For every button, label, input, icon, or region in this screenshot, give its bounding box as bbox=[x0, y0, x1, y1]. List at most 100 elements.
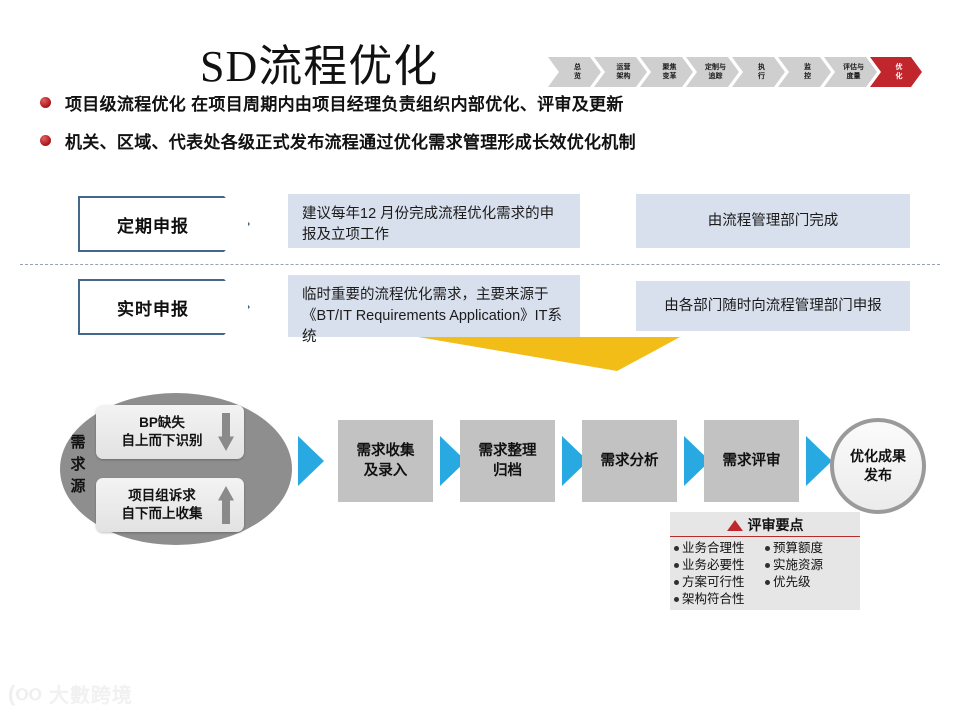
review-points-title: 评审要点 bbox=[747, 517, 804, 533]
source-card-1[interactable]: 项目组诉求 自下而上收集 bbox=[96, 478, 244, 532]
declaration-tag-0-label: 定期申报 bbox=[117, 216, 189, 236]
review-point-left-3: 架构符合性 bbox=[682, 592, 745, 606]
watermark: (૦૦ 大數跨境 bbox=[8, 679, 133, 708]
source-card-1-text: 项目组诉求 自下而上收集 bbox=[122, 487, 219, 523]
review-point-right-0: 预算额度 bbox=[773, 541, 824, 555]
review-points-panel: 评审要点 业务合理性 业务必要性 方案可行性 架构符合性 bbox=[670, 512, 860, 610]
review-point-item: 优先级 bbox=[765, 574, 856, 591]
process-stage-5[interactable]: 监 控 bbox=[778, 57, 831, 87]
source-card-1-line1: 项目组诉求 bbox=[128, 488, 196, 503]
review-points-column-left: 业务合理性 业务必要性 方案可行性 架构符合性 bbox=[674, 540, 765, 608]
arrow-down-icon bbox=[218, 413, 234, 451]
bullet-text-1: 机关、区域、代表处各级正式发布流程通过优化需求管理形成长效优化机制 bbox=[65, 133, 636, 152]
flow-arrow-icon-4 bbox=[806, 436, 832, 486]
flow-step-3-line1: 需求评审 bbox=[722, 453, 781, 469]
bullet-text-0: 项目级流程优化 在项目周期内由项目经理负责组织内部优化、评审及更新 bbox=[65, 95, 624, 114]
page-title: SD流程优化 bbox=[200, 42, 439, 91]
declaration-tag-1-label: 实时申报 bbox=[117, 299, 189, 319]
process-stage-6-line2: 度量 bbox=[846, 73, 861, 80]
review-point-item: 方案可行性 bbox=[674, 574, 765, 591]
declaration-owner-1: 由各部门随时向流程管理部门申报 bbox=[636, 281, 910, 331]
bullet-item-1: 机关、区域、代表处各级正式发布流程通过优化需求管理形成长效优化机制 bbox=[40, 128, 636, 153]
process-stage-4-line1: 执 bbox=[758, 64, 765, 71]
flow-step-3[interactable]: 需求评审 bbox=[704, 420, 799, 502]
source-card-0[interactable]: BP缺失 自上而下识别 bbox=[96, 405, 244, 459]
process-stage-0-line2: 览 bbox=[574, 73, 581, 80]
flow-step-1-text: 需求整理 归档 bbox=[479, 441, 537, 481]
declaration-tag-0[interactable]: 定期申报 bbox=[78, 196, 250, 252]
requirement-source-label: 需 求 源 bbox=[66, 432, 90, 498]
review-point-item: 业务合理性 bbox=[674, 540, 765, 557]
watermark-logo-icon: (૦૦ bbox=[8, 680, 42, 706]
process-stage-6-line1: 评估与 bbox=[843, 64, 864, 71]
flow-step-3-text: 需求评审 bbox=[723, 451, 781, 471]
process-stage-1[interactable]: 运营 架构 bbox=[594, 57, 647, 87]
flow-output-line1: 优化成果 bbox=[850, 448, 906, 464]
declaration-desc-1: 临时重要的流程优化需求，主要来源于《BT/IT Requirements App… bbox=[288, 275, 580, 345]
bullet-dot-icon bbox=[674, 546, 679, 551]
process-stage-0-line1: 总 bbox=[574, 64, 581, 71]
flow-step-1-line2: 归档 bbox=[493, 463, 522, 479]
process-stage-3-line1: 定制与 bbox=[705, 64, 726, 71]
declaration-owner-0: 由流程管理部门完成 bbox=[636, 194, 910, 248]
review-point-left-2: 方案可行性 bbox=[682, 575, 745, 589]
declaration-desc-0: 建议每年12 月份完成流程优化需求的申报及立项工作 bbox=[288, 194, 580, 248]
review-point-right-2: 优先级 bbox=[773, 575, 811, 589]
flow-step-1-line1: 需求整理 bbox=[478, 443, 537, 459]
process-stage-5-line2: 控 bbox=[804, 73, 811, 80]
flow-step-2[interactable]: 需求分析 bbox=[582, 420, 677, 502]
process-stage-7-line1: 优 bbox=[895, 64, 903, 71]
bullet-item-0: 项目级流程优化 在项目周期内由项目经理负责组织内部优化、评审及更新 bbox=[40, 90, 624, 115]
triangle-up-icon bbox=[726, 519, 743, 531]
requirement-source-char-1: 求 bbox=[70, 456, 86, 473]
bullet-dot-icon bbox=[765, 546, 770, 551]
source-card-0-line1: BP缺失 bbox=[139, 415, 185, 430]
process-stage-6[interactable]: 评估与 度量 bbox=[824, 57, 877, 87]
review-point-left-1: 业务必要性 bbox=[682, 558, 745, 572]
process-stage-7-active[interactable]: 优 化 bbox=[870, 57, 922, 87]
requirement-source-char-0: 需 bbox=[70, 434, 86, 451]
flow-step-0-text: 需求收集 及录入 bbox=[357, 441, 415, 481]
process-stage-2-line1: 聚焦 bbox=[662, 64, 677, 71]
process-stage-5-line1: 监 bbox=[804, 64, 811, 71]
flow-step-0-line2: 及录入 bbox=[363, 463, 408, 479]
process-stage-2[interactable]: 聚焦 变革 bbox=[640, 57, 693, 87]
review-points-columns: 业务合理性 业务必要性 方案可行性 架构符合性 预算额度 bbox=[670, 537, 860, 608]
flow-step-1[interactable]: 需求整理 归档 bbox=[460, 420, 555, 502]
arrow-up-icon bbox=[218, 486, 234, 524]
flow-output-text: 优化成果 发布 bbox=[850, 447, 906, 485]
review-points-header: 评审要点 bbox=[670, 512, 860, 537]
process-stage-4[interactable]: 执 行 bbox=[732, 57, 785, 87]
yellow-down-arrow-icon bbox=[418, 337, 680, 371]
bullet-dot-icon bbox=[674, 580, 679, 585]
bullet-dot-icon bbox=[674, 597, 679, 602]
watermark-text: 大數跨境 bbox=[48, 685, 133, 707]
review-points-column-right: 预算额度 实施资源 优先级 bbox=[765, 540, 856, 608]
flow-output-circle[interactable]: 优化成果 发布 bbox=[830, 418, 926, 514]
bullet-dot-icon bbox=[40, 135, 51, 146]
flow-arrow-icon-0 bbox=[298, 436, 324, 486]
review-point-item: 预算额度 bbox=[765, 540, 856, 557]
flow-step-0-line1: 需求收集 bbox=[356, 443, 415, 459]
review-point-right-1: 实施资源 bbox=[773, 558, 824, 572]
process-stage-1-line1: 运营 bbox=[616, 64, 631, 71]
bullet-dot-icon bbox=[765, 563, 770, 568]
review-point-item: 架构符合性 bbox=[674, 591, 765, 608]
bullet-dot-icon bbox=[40, 97, 51, 108]
review-point-item: 业务必要性 bbox=[674, 557, 765, 574]
flow-step-2-text: 需求分析 bbox=[601, 451, 659, 471]
declaration-tag-1[interactable]: 实时申报 bbox=[78, 279, 250, 335]
process-stage-1-line2: 架构 bbox=[616, 73, 631, 80]
review-point-item: 实施资源 bbox=[765, 557, 856, 574]
process-stage-3[interactable]: 定制与 追踪 bbox=[686, 57, 739, 87]
process-stage-0[interactable]: 总 览 bbox=[548, 57, 601, 87]
source-card-1-line2: 自下而上收集 bbox=[121, 506, 203, 521]
flow-step-2-line1: 需求分析 bbox=[600, 453, 659, 469]
process-stage-7-line2: 化 bbox=[895, 73, 903, 80]
row-divider bbox=[20, 264, 940, 265]
process-stage-4-line2: 行 bbox=[758, 73, 765, 80]
source-card-0-text: BP缺失 自上而下识别 bbox=[122, 414, 219, 450]
process-stage-3-line2: 追踪 bbox=[708, 73, 723, 80]
flow-step-0[interactable]: 需求收集 及录入 bbox=[338, 420, 433, 502]
